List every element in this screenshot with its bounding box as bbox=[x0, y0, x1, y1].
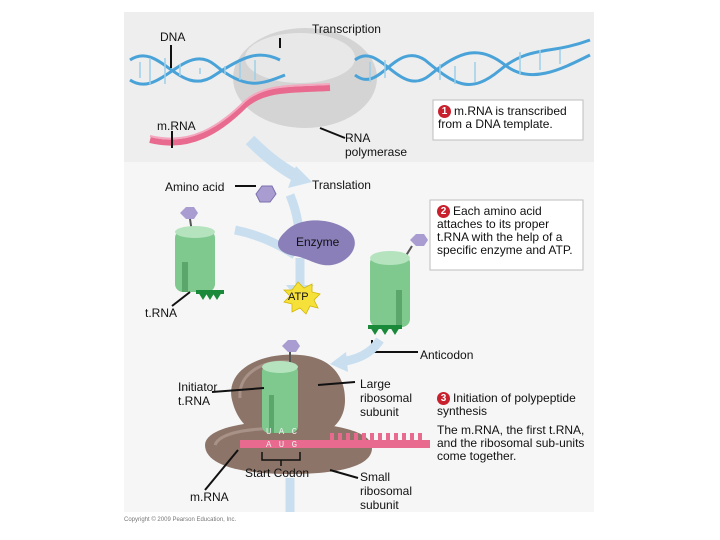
anticodon-letters: U A C bbox=[266, 427, 299, 437]
dna-label: DNA bbox=[160, 30, 186, 44]
small-ribosomal-subunit-label: Small ribosomal subunit bbox=[360, 470, 413, 512]
atp-label: ATP bbox=[288, 291, 309, 303]
mrna-strand bbox=[149, 85, 331, 146]
step2-text: Each amino acid attaches to its proper t… bbox=[437, 204, 573, 257]
step2-number: 2 bbox=[437, 205, 450, 218]
amino-acid-label: Amino acid bbox=[165, 180, 225, 194]
large-ribosomal-subunit-label: Large ribosomal subunit bbox=[360, 377, 413, 419]
initiator-trna-label: Initiator t.RNA bbox=[178, 380, 218, 408]
step1-text: m.RNA is transcribed from a DNA template… bbox=[438, 104, 567, 131]
trna-label: t.RNA bbox=[145, 306, 178, 320]
step3-text: Initiation of polypeptide synthesis bbox=[437, 391, 576, 418]
anticodon-label: Anticodon bbox=[420, 348, 474, 362]
step3-detail: The m.RNA, the first t.RNA, and the ribo… bbox=[437, 423, 585, 463]
copyright-text: Copyright © 2009 Pearson Education, Inc. bbox=[124, 517, 237, 523]
amino-acid-hexagon bbox=[255, 185, 277, 203]
enzyme-blob bbox=[277, 220, 355, 266]
transcription-label: Transcription bbox=[312, 22, 381, 36]
enzyme-label: Enzyme bbox=[296, 235, 340, 249]
start-codon-label: Start Codon bbox=[245, 466, 310, 480]
mrna-ribosome-strand bbox=[240, 440, 430, 448]
step1-number: 1 bbox=[438, 105, 451, 118]
step3-number: 3 bbox=[437, 392, 450, 405]
translation-label: Translation bbox=[312, 178, 371, 192]
mrna-bottom-label: m.RNA bbox=[190, 490, 229, 504]
mrna-top-label: m.RNA bbox=[157, 119, 196, 133]
atp-burst bbox=[283, 281, 321, 315]
rna-polymerase-label: RNA polymerase bbox=[345, 131, 408, 159]
step2-box bbox=[429, 199, 584, 271]
codon-letters: A U G bbox=[266, 440, 299, 450]
trna-left bbox=[175, 207, 224, 300]
trna-right bbox=[368, 234, 428, 335]
initiator-trna bbox=[262, 340, 300, 433]
step1-box bbox=[432, 99, 584, 141]
